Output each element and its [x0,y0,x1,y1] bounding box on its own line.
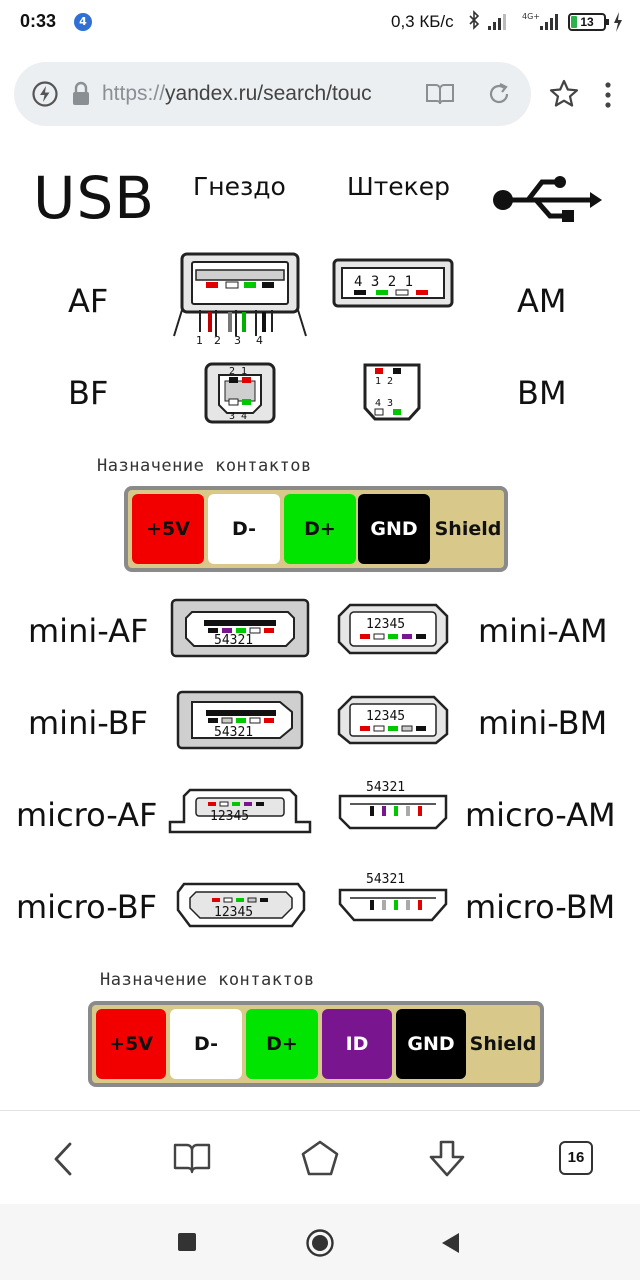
pin-gnd: GND [396,1009,466,1079]
bm-pins-top: 1 2 [375,376,393,387]
mini-am-plug-image: 12345 [337,603,449,655]
mini-am-label: mini-AM [478,612,608,650]
mini-bm-pins: 12345 [366,709,405,724]
status-bar: 0:33 4 0,3 КБ/с 4G+ 13 [0,0,640,46]
usb-af-socket-image: 1 2 3 4 [173,252,307,347]
pin-legend-2: +5V D- D+ ID GND Shield [88,1001,544,1087]
bf-pins-bottom: 3 4 [229,411,247,422]
bm-label: BM [517,374,567,412]
tabs-button[interactable]: 16 [559,1141,593,1175]
mini-af-pins: 54321 [214,633,253,648]
pin-d-plus: D+ [246,1009,318,1079]
micro-am-plug-image: 54321 [338,780,448,830]
mini-bm-plug-image: 12345 [337,695,449,745]
system-back-icon[interactable] [439,1231,461,1255]
plug-header: Штекер [347,172,451,201]
pin-id: ID [322,1009,392,1079]
mini-bm-label: mini-BM [478,704,608,742]
micro-bf-label: micro-BF [16,888,158,926]
system-home-icon[interactable] [305,1228,335,1258]
pin-vcc: +5V [132,494,204,564]
micro-bf-socket-image: 12345 [176,882,306,928]
mini-bf-pins: 54321 [214,725,253,740]
af-label: AF [68,282,109,320]
address-bar[interactable]: https://yandex.ru/search/touc [14,62,531,126]
af-pin-1: 1 [196,334,203,347]
pin-gnd: GND [358,494,430,564]
am-label: AM [517,282,567,320]
bookmark-star-icon[interactable] [548,78,580,110]
pin-vcc: +5V [96,1009,166,1079]
micro-af-pins: 12345 [210,809,249,824]
mini-af-label: mini-AF [28,612,149,650]
pin-d-minus: D- [170,1009,242,1079]
micro-am-label: micro-AM [465,796,616,834]
micro-am-pins: 54321 [366,780,405,795]
micro-bm-plug-image: 54321 [338,872,448,922]
battery-level: 13 [580,15,594,29]
url-path: yandex.ru/search/touc [165,82,372,105]
turbo-mode-icon[interactable] [31,80,59,108]
bf-label: BF [68,374,109,412]
socket-header: Гнездо [193,172,286,201]
bf-pins-top: 2 1 [229,366,247,377]
lock-icon [73,81,89,105]
pin-caption-1: Назначение контактов [97,456,312,476]
reader-mode-icon[interactable] [425,82,455,106]
status-time: 0:33 [20,11,57,31]
pin-shield: Shield [470,1009,536,1079]
system-navigation-bar [0,1204,640,1280]
pin-shield: Shield [432,494,504,564]
usb-title: USB [33,164,156,232]
back-icon[interactable] [50,1141,76,1177]
browser-toolbar: 16 [0,1110,640,1204]
micro-bm-label: micro-BM [465,888,616,926]
micro-bf-pins: 12345 [214,905,253,920]
status-icons: 4G+ [469,10,558,30]
battery-icon: 13 [568,13,609,31]
af-pin-3: 3 [234,334,241,347]
af-pin-4: 4 [256,334,263,347]
recents-icon[interactable] [177,1232,197,1252]
reload-icon[interactable] [486,81,512,107]
menu-dots-icon[interactable] [598,80,618,110]
url-scheme: https:// [102,82,166,105]
mini-af-socket-image: 54321 [170,598,310,658]
url-text[interactable]: https://yandex.ru/search/touc [102,82,414,106]
notification-app-icon: 4 [74,13,92,31]
micro-bm-pins: 54321 [366,872,405,887]
micro-af-socket-image: 12345 [168,788,312,834]
usb-symbol-icon [493,176,602,222]
usb-bf-socket-image: 2 1 3 4 [204,362,276,424]
network-speed: 0,3 КБ/с [391,12,454,31]
usb-am-plug-image: 4 3 2 1 [332,258,454,308]
af-pin-2: 2 [214,334,221,347]
mini-bf-label: mini-BF [28,704,148,742]
home-icon[interactable] [300,1139,340,1177]
bm-pins-bottom: 4 3 [375,398,393,409]
signal-icon [488,14,506,30]
pin-d-plus: D+ [284,494,356,564]
usb-pinout-image: USB Гнездо Штекер AF 1 2 3 4 4 3 2 1 [0,140,640,1110]
bluetooth-icon [469,10,480,30]
pin-d-minus: D- [208,494,280,564]
am-pins-label: 4 3 2 1 [354,274,413,290]
mini-bf-socket-image: 54321 [176,690,304,750]
pin-caption-2: Назначение контактов [100,970,315,990]
usb-bm-plug-image: 1 2 4 3 [363,363,421,421]
signal-icon-2 [540,14,558,30]
mini-am-pins: 12345 [366,617,405,632]
bookmarks-icon[interactable] [172,1141,212,1175]
pin-legend-1: +5V D- D+ GND Shield [124,486,508,572]
charging-icon [614,12,622,32]
download-icon[interactable] [427,1139,467,1179]
micro-af-label: micro-AF [16,796,158,834]
network-type-label: 4G+ [522,12,540,21]
